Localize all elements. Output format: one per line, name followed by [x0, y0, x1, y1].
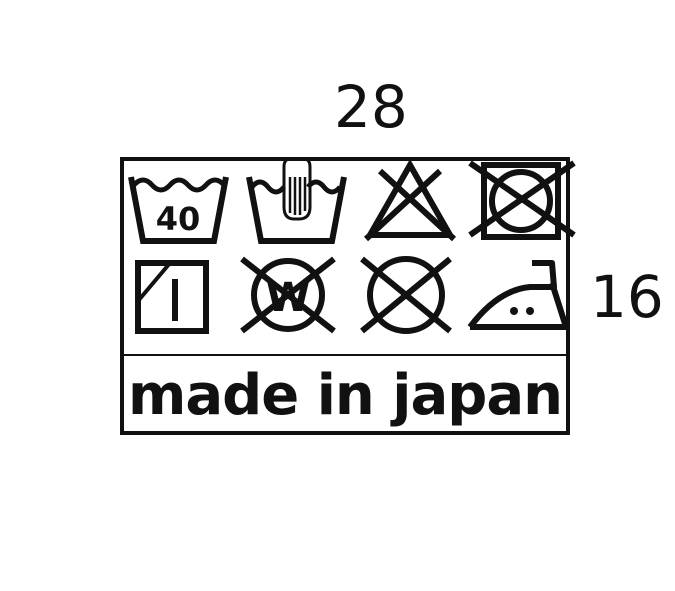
care-label: 40 W [120, 157, 576, 435]
width-dimension: 28 [334, 73, 408, 141]
made-in-text: made in japan [128, 363, 563, 428]
do-not-wet-clean-icon: W [240, 256, 336, 334]
label-divider [124, 354, 566, 356]
hand-wash-icon [246, 157, 347, 244]
wash-temperature-label: 40 [156, 200, 201, 238]
wash-40-icon: 40 [128, 176, 229, 244]
line-dry-shade-icon [135, 260, 209, 334]
height-dimension: 16 [590, 263, 664, 331]
do-not-dry-clean-icon [360, 256, 452, 334]
do-not-bleach-icon [363, 158, 457, 242]
do-not-tumble-dry-icon [468, 160, 576, 240]
iron-medium-icon [467, 260, 569, 330]
